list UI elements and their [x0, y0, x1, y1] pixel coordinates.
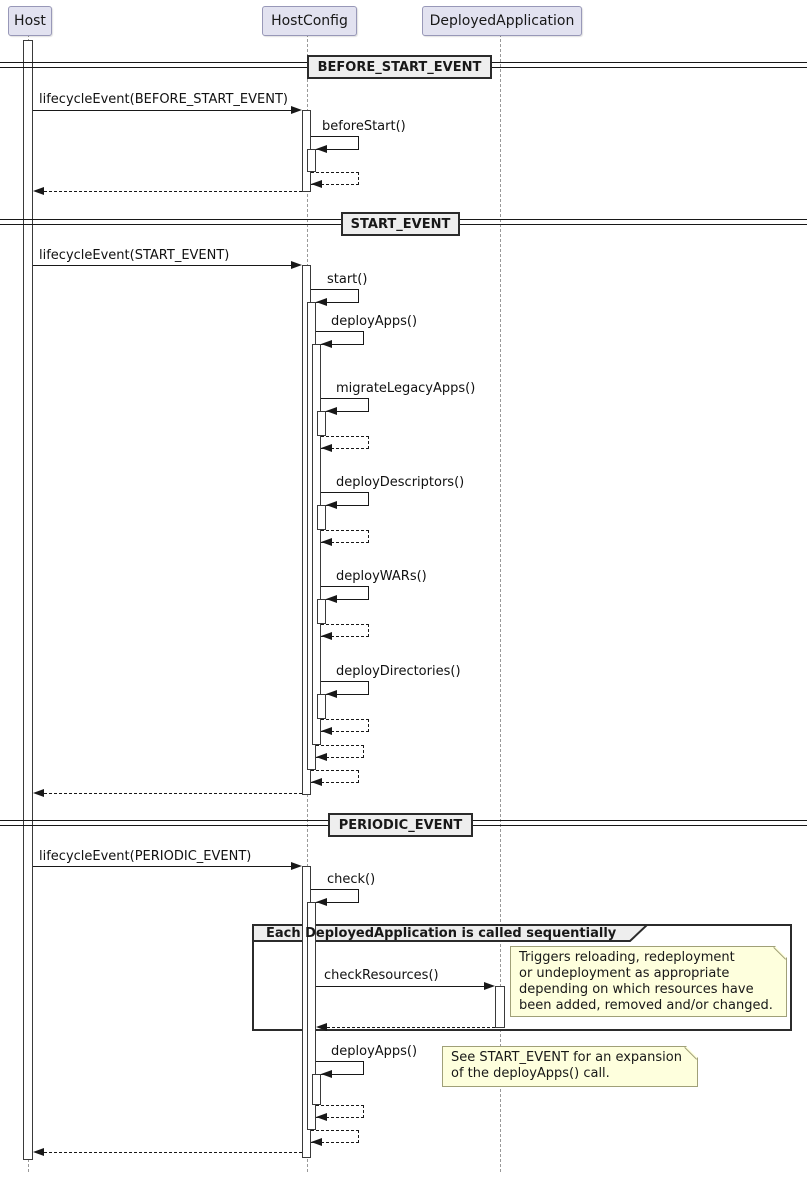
divider-before-start-event: BEFORE_START_EVENT	[307, 55, 492, 79]
self-return-migratelegacyapps	[321, 436, 369, 449]
activation-bar-deployapps	[312, 344, 321, 745]
message-label-checkresources: checkResources()	[324, 968, 439, 983]
self-return-deploywars	[321, 624, 369, 637]
group-frame-header	[252, 924, 648, 942]
message-label-deploydirectories: deployDirectories()	[336, 664, 461, 679]
note-checkresources-line-4: been added, removed and/or changed.	[519, 998, 773, 1013]
return-line-start	[44, 793, 302, 794]
activation-bar-migratelegacyapps	[317, 411, 326, 436]
self-return-beforestart	[311, 172, 359, 185]
arrowhead-return-deployapps	[316, 753, 327, 761]
self-return-deploydescriptors	[321, 530, 369, 543]
divider-start-event-label: START_EVENT	[350, 216, 451, 232]
self-call-deploydirectories	[321, 681, 369, 695]
arrowhead-checkresources	[484, 982, 495, 990]
note-deployapps-line-2: of the deployApps() call.	[451, 1066, 610, 1081]
arrowhead-lifecycle-start	[291, 261, 302, 269]
message-label-lifecycle-start: lifecycleEvent(START_EVENT)	[39, 248, 230, 263]
arrowhead-deploywars	[326, 595, 337, 603]
arrowhead-return-deploydirectories	[321, 727, 332, 735]
arrowhead-return-start	[311, 778, 322, 786]
arrowhead-return-start-event	[33, 789, 44, 797]
lifeline-deployedapplication	[500, 34, 501, 1172]
message-label-lifecycle-before-start: lifecycleEvent(BEFORE_START_EVENT)	[39, 92, 288, 107]
message-label-start: start()	[327, 272, 368, 287]
arrowhead-migratelegacyapps	[326, 407, 337, 415]
divider-periodic-event: PERIODIC_EVENT	[328, 813, 473, 837]
message-label-lifecycle-periodic: lifecycleEvent(PERIODIC_EVENT)	[39, 849, 252, 864]
arrowhead-lifecycle-before-start	[291, 106, 302, 114]
activation-bar-host	[23, 40, 33, 1160]
return-line-periodic	[44, 1152, 302, 1153]
participant-hostconfig: HostConfig	[262, 6, 357, 36]
message-line-checkresources	[316, 986, 484, 987]
self-return-deployapps-periodic	[316, 1105, 364, 1118]
message-label-beforestart: beforeStart()	[322, 119, 406, 134]
activation-bar-beforestart	[307, 149, 316, 172]
arrowhead-return-deploywars	[321, 632, 332, 640]
participant-deployedapplication-label: DeployedApplication	[429, 13, 575, 29]
arrowhead-deployapps-periodic	[321, 1070, 332, 1078]
arrowhead-return-before-start	[33, 187, 44, 195]
participant-host: Host	[8, 6, 52, 36]
arrowhead-return-checkresources	[316, 1023, 327, 1031]
self-return-deployapps	[316, 745, 364, 758]
divider-periodic-event-label: PERIODIC_EVENT	[338, 817, 463, 833]
arrowhead-return-deploydescriptors	[321, 538, 332, 546]
group-frame-label: Each DeployedApplication is called seque…	[266, 926, 617, 941]
activation-bar-deploydirectories	[317, 694, 326, 719]
message-label-deployapps: deployApps()	[331, 314, 418, 329]
self-call-deployapps-periodic	[316, 1061, 364, 1075]
message-line-lifecycle-before-start	[33, 110, 291, 111]
message-label-deployapps-periodic: deployApps()	[331, 1044, 418, 1059]
self-call-start	[311, 289, 359, 303]
self-call-deploywars	[321, 586, 369, 600]
arrowhead-deploydirectories	[326, 690, 337, 698]
arrowhead-start	[316, 298, 327, 306]
arrowhead-return-periodic	[33, 1148, 44, 1156]
participant-hostconfig-label: HostConfig	[271, 13, 348, 29]
participant-deployedapplication: DeployedApplication	[422, 6, 582, 36]
arrowhead-beforestart	[316, 145, 327, 153]
participant-host-label: Host	[14, 13, 46, 29]
message-line-lifecycle-start	[33, 265, 291, 266]
divider-start-event: START_EVENT	[341, 212, 460, 236]
arrowhead-deploydescriptors	[326, 501, 337, 509]
message-label-check: check()	[327, 872, 376, 887]
arrowhead-lifecycle-periodic	[291, 862, 302, 870]
activation-bar-deploydescriptors	[317, 505, 326, 530]
activation-bar-check	[307, 902, 316, 1130]
arrowhead-check	[316, 898, 327, 906]
arrowhead-return-beforestart	[311, 180, 322, 188]
note-checkresources-line-3: depending on which resources have	[519, 982, 754, 997]
arrowhead-deployapps	[321, 340, 332, 348]
activation-bar-deploywars	[317, 599, 326, 624]
note-deployapps-line-1: See START_EVENT for an expansion	[451, 1050, 682, 1065]
note-checkresources-line-1: Triggers reloading, redeployment	[519, 950, 735, 965]
message-label-migratelegacyapps: migrateLegacyApps()	[336, 381, 476, 396]
self-return-deploydirectories	[321, 719, 369, 732]
activation-bar-deployedapplication	[495, 986, 505, 1028]
self-return-start	[311, 770, 359, 783]
note-checkresources: Triggers reloading, redeployment or unde…	[510, 946, 787, 1017]
self-call-migratelegacyapps	[321, 398, 369, 412]
message-label-deploywars: deployWARs()	[336, 569, 427, 584]
self-return-check	[311, 1130, 359, 1143]
message-line-lifecycle-periodic	[33, 866, 291, 867]
divider-before-start-event-label: BEFORE_START_EVENT	[317, 59, 482, 75]
self-call-deploydescriptors	[321, 492, 369, 506]
arrowhead-return-check	[311, 1138, 322, 1146]
self-call-beforestart	[311, 136, 359, 150]
note-deployapps: See START_EVENT for an expansion of the …	[442, 1046, 698, 1087]
return-line-checkresources	[327, 1027, 495, 1028]
self-call-deployapps	[316, 331, 364, 345]
activation-bar-deployapps-periodic	[312, 1074, 321, 1105]
arrowhead-return-migratelegacyapps	[321, 444, 332, 452]
arrowhead-return-deployapps-periodic	[316, 1113, 327, 1121]
return-line-before-start	[44, 191, 302, 192]
self-call-check	[311, 889, 359, 903]
message-label-deploydescriptors: deployDescriptors()	[336, 475, 465, 490]
note-checkresources-line-2: or undeployment as appropriate	[519, 966, 730, 981]
